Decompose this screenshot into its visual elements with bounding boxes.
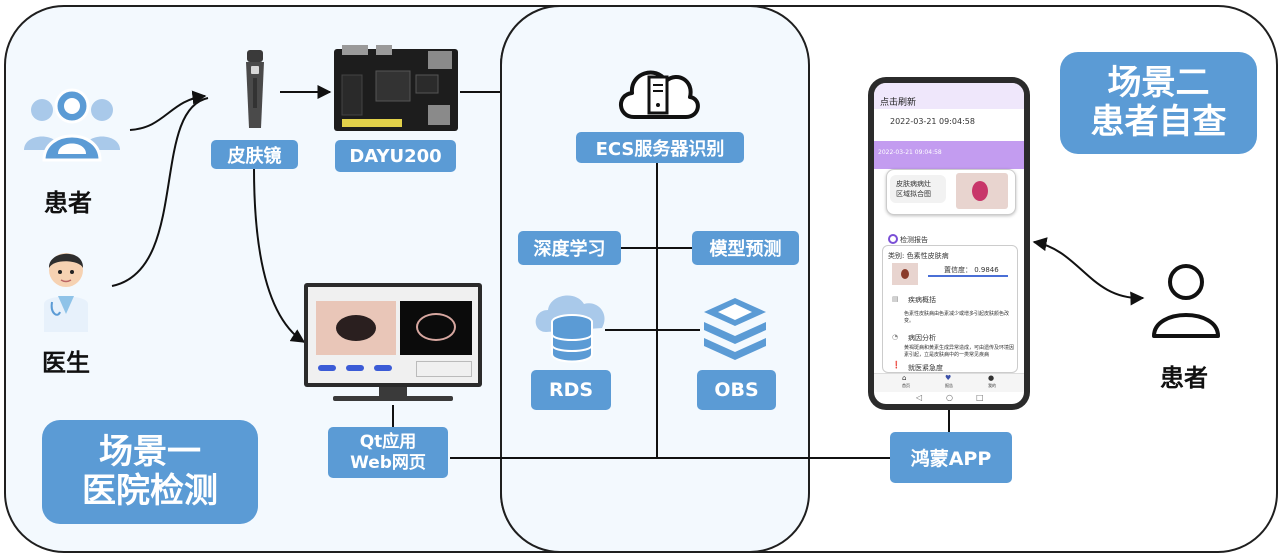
deep-learning-tag: 深度学习: [518, 231, 621, 265]
region-label-line2: 区域拟合图: [896, 190, 931, 198]
phone-screen: 点击刷新 2022-03-21 09:04:58 2022-03-21 09:0…: [874, 83, 1024, 404]
nav-mine-label[interactable]: 我的: [988, 383, 996, 388]
harmony-app-tag: 鸿蒙APP: [890, 432, 1012, 483]
patient-user-icon: [1152, 264, 1220, 338]
dermatoscope-device-icon: [246, 50, 264, 128]
patient-to-dermatoscope-line: [129, 90, 207, 131]
section3-title: 就医紧急度: [908, 364, 943, 372]
phone-bottom-nav: [874, 373, 1024, 392]
report-card: [882, 245, 1018, 373]
skin-image-right: [400, 301, 472, 355]
qt-web-tag: Qt应用 Web网页: [328, 427, 448, 478]
scene-one-tag: 场景一 医院检测: [42, 420, 258, 524]
nav-mine-icon[interactable]: ●: [988, 374, 995, 382]
patient-right-label: 患者: [1160, 364, 1208, 392]
monitor: [304, 283, 482, 387]
report-thumb: [892, 263, 918, 285]
phone-banner-time: 2022-03-21 09:04:58: [878, 149, 942, 156]
obs-tag: OBS: [697, 370, 776, 410]
report-confidence: 置信度： 0.9846: [944, 266, 999, 274]
scene-two-tag: 场景二 患者自查: [1060, 52, 1257, 154]
android-home-icon[interactable]: ○: [946, 393, 953, 402]
phone-banner: [874, 141, 1024, 169]
report-category: 类别: 色素性皮肤病: [888, 252, 949, 260]
rds-tag: RDS: [531, 370, 611, 410]
dayu200-board-icon: [334, 45, 458, 131]
section2-icon: ◔: [892, 333, 899, 341]
section1-icon: ▤: [892, 295, 899, 303]
phone-device: 点击刷新 2022-03-21 09:04:58 2022-03-21 09:0…: [868, 77, 1030, 410]
doctor-label: 医生: [42, 349, 90, 377]
report-radio-icon[interactable]: [888, 234, 898, 244]
confidence-bar: [928, 275, 1008, 277]
section2-text: 黄褐斑病和黄素生成异常造成，可由遗传及环境因素引起，立是皮肤病中的一类常见疾病: [904, 345, 1015, 358]
lesion-right: [416, 313, 456, 341]
web-page-label: Web网页: [350, 452, 426, 473]
monitor-button-3[interactable]: [374, 365, 392, 371]
nav-report-label[interactable]: 报告: [945, 383, 953, 388]
lesion-left: [336, 315, 376, 341]
scene-two-line1: 场景二: [1107, 62, 1210, 103]
monitor-readout: [416, 361, 472, 377]
monitor-button-1[interactable]: [318, 365, 336, 371]
region-lesion: [972, 181, 988, 201]
nav-home-icon[interactable]: ⌂: [902, 374, 907, 382]
rds-database-icon: [535, 295, 605, 363]
phone-header-title[interactable]: 点击刷新: [880, 98, 917, 108]
model-predict-tag: 模型预测: [692, 231, 799, 265]
patient-left-label: 患者: [44, 189, 92, 217]
ecs-tag: ECS服务器识别: [576, 132, 744, 163]
section2-title: 病因分析: [908, 334, 936, 342]
section1-text: 色素性皮肤病由色素减少或增多引起皮肤颜色改变。: [904, 311, 1010, 324]
monitor-stand: [379, 387, 407, 397]
phone-header-bar: [874, 83, 1024, 109]
monitor-screen: [308, 287, 478, 383]
qt-app-label: Qt应用: [359, 432, 417, 453]
android-back-icon[interactable]: ◁: [916, 393, 923, 402]
report-title: 检测报告: [900, 236, 928, 244]
region-image: [956, 173, 1008, 209]
phone-timestamp: 2022-03-21 09:04:58: [890, 117, 975, 126]
dermatoscope-tag: 皮肤镜: [211, 140, 298, 169]
patient-group-icon: [24, 88, 120, 162]
obs-storage-icon: [704, 298, 766, 360]
nav-report-icon[interactable]: ♥: [945, 374, 952, 382]
doctor-icon: [44, 253, 88, 332]
report-thumb-lesion: [901, 269, 909, 279]
scene-one-line2: 医院检测: [82, 471, 218, 511]
monitor-button-2[interactable]: [346, 365, 364, 371]
scene-one-line1: 场景一: [99, 431, 201, 472]
section3-icon: ❗: [892, 361, 901, 369]
doctor-to-dermatoscope-line: [111, 97, 209, 287]
section1-title: 疾病概括: [908, 296, 936, 304]
monitor-base: [333, 396, 453, 401]
dermatoscope-to-monitor-line: [253, 167, 306, 343]
skin-image-left: [316, 301, 396, 355]
region-label-box: [890, 175, 946, 203]
cloud-server-icon: [619, 70, 700, 119]
android-recent-icon[interactable]: □: [976, 393, 984, 402]
region-label-line1: 皮肤病病灶: [896, 180, 931, 188]
dayu200-tag: DAYU200: [335, 140, 456, 172]
scene-two-line2: 患者自查: [1090, 102, 1227, 142]
patient-to-phone-line: [1032, 237, 1145, 306]
nav-home-label[interactable]: 首页: [902, 383, 910, 388]
